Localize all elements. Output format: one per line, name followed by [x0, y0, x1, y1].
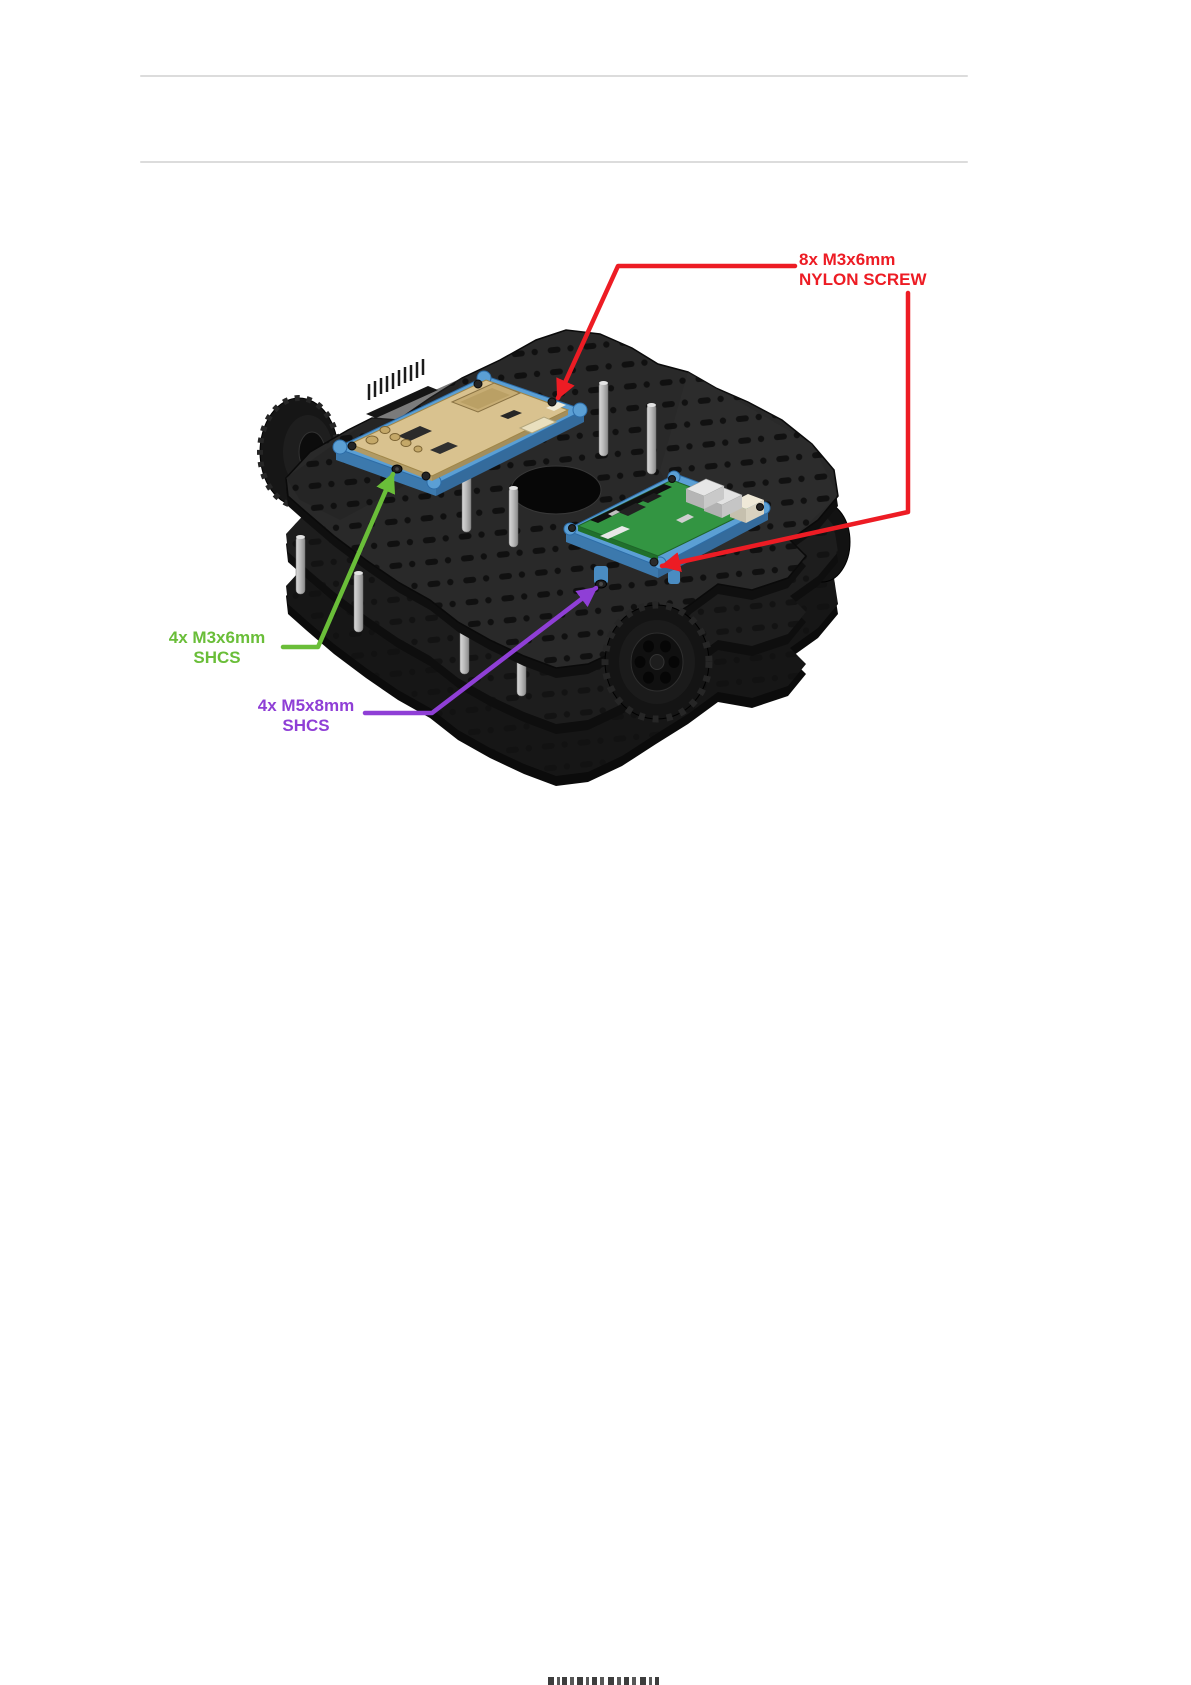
pin-header-pins — [367, 359, 425, 400]
callout-arrows — [280, 263, 911, 716]
spoke-hole — [643, 671, 654, 684]
standoff-cap — [599, 381, 608, 385]
small-component — [608, 510, 620, 516]
standoff-post — [295, 535, 306, 595]
tray-front-face — [566, 530, 658, 578]
ic-chip — [500, 410, 522, 419]
callout-shcs-m5-line2: SHCS — [282, 716, 330, 735]
tray-right-face — [436, 410, 584, 496]
capacitor — [379, 426, 391, 434]
screw-socket — [599, 582, 603, 586]
callout-shcs-m3-line2: SHCS — [193, 648, 241, 667]
nylon-screw — [347, 441, 357, 451]
cropped-footer-text — [548, 1677, 659, 1685]
nylon-screw — [668, 475, 676, 483]
controller-pcb — [348, 379, 570, 477]
capacitor — [365, 435, 379, 445]
pin-header-base — [366, 386, 438, 418]
tray-ear — [332, 439, 348, 455]
connector — [546, 402, 566, 411]
spoke-hole — [660, 671, 671, 684]
central-hole — [510, 465, 602, 515]
section-divider-line — [140, 161, 968, 163]
hub-cap — [649, 654, 665, 670]
raspberry-pi-assembly — [563, 470, 771, 589]
usb-c-port — [676, 514, 694, 523]
nylon-screw — [568, 524, 576, 532]
pcb-edge — [578, 526, 658, 561]
spoke-hole — [660, 640, 671, 653]
front-right-wheel — [601, 601, 713, 723]
display-connector — [600, 526, 630, 539]
nylon-screw-target — [649, 557, 659, 567]
nylon-screw — [756, 503, 764, 511]
tray-ear — [572, 402, 588, 418]
ic-chip — [430, 442, 458, 454]
pcb-edge — [350, 444, 432, 481]
nylon-screw-target — [547, 397, 557, 407]
capacitor — [400, 439, 412, 447]
standoff-post — [646, 403, 657, 475]
callout-shcs-m3-line1: 4x M3x6mm — [168, 628, 266, 647]
nylon-screw-arrow-1 — [555, 263, 798, 401]
standoff-cap — [354, 571, 363, 575]
capacitor — [389, 433, 401, 441]
soc-chip — [618, 503, 646, 516]
robot-illustration — [257, 329, 851, 786]
standoff-post — [508, 486, 519, 548]
standoff-cap — [296, 535, 305, 539]
shcs-m3-arrow — [280, 471, 396, 650]
spoke-hole — [643, 640, 654, 653]
callout-shcs-m3: 4x M3x6mm SHCS — [156, 628, 278, 668]
standoff-cap — [509, 486, 518, 490]
tray-foot — [668, 570, 680, 584]
spoke-hole — [634, 656, 646, 668]
nylon-screw — [473, 379, 483, 389]
main-chip-die — [460, 388, 510, 409]
nylon-screw — [421, 471, 431, 481]
screw-socket — [395, 467, 399, 471]
callout-nylon-line1: 8x M3x6mm — [799, 250, 896, 269]
connector — [518, 416, 558, 434]
standoff-post — [598, 381, 609, 457]
ram-chip — [640, 493, 662, 503]
standoff-post — [353, 571, 364, 633]
header-divider-line — [140, 75, 968, 77]
shcs-m5-arrow — [362, 585, 599, 716]
callout-shcs-m5: 4x M5x8mm SHCS — [250, 696, 362, 736]
ic-chip — [398, 426, 432, 441]
upper-standoffs — [461, 381, 657, 548]
callout-nylon-screw: 8x M3x6mm NYLON SCREW — [799, 250, 927, 290]
spoke-hole — [668, 656, 680, 668]
callout-nylon-line2: NYLON SCREW — [799, 270, 927, 289]
capacitor — [413, 445, 423, 453]
usb-port-stack — [685, 478, 725, 509]
tray-foot — [594, 566, 608, 584]
tray-front-face — [336, 448, 436, 496]
callout-shcs-m5-line1: 4x M5x8mm — [257, 696, 355, 715]
standoff-cap — [647, 403, 656, 407]
controller-board-assembly — [332, 359, 588, 496]
nylon-screw-arrow-2 — [659, 290, 911, 572]
